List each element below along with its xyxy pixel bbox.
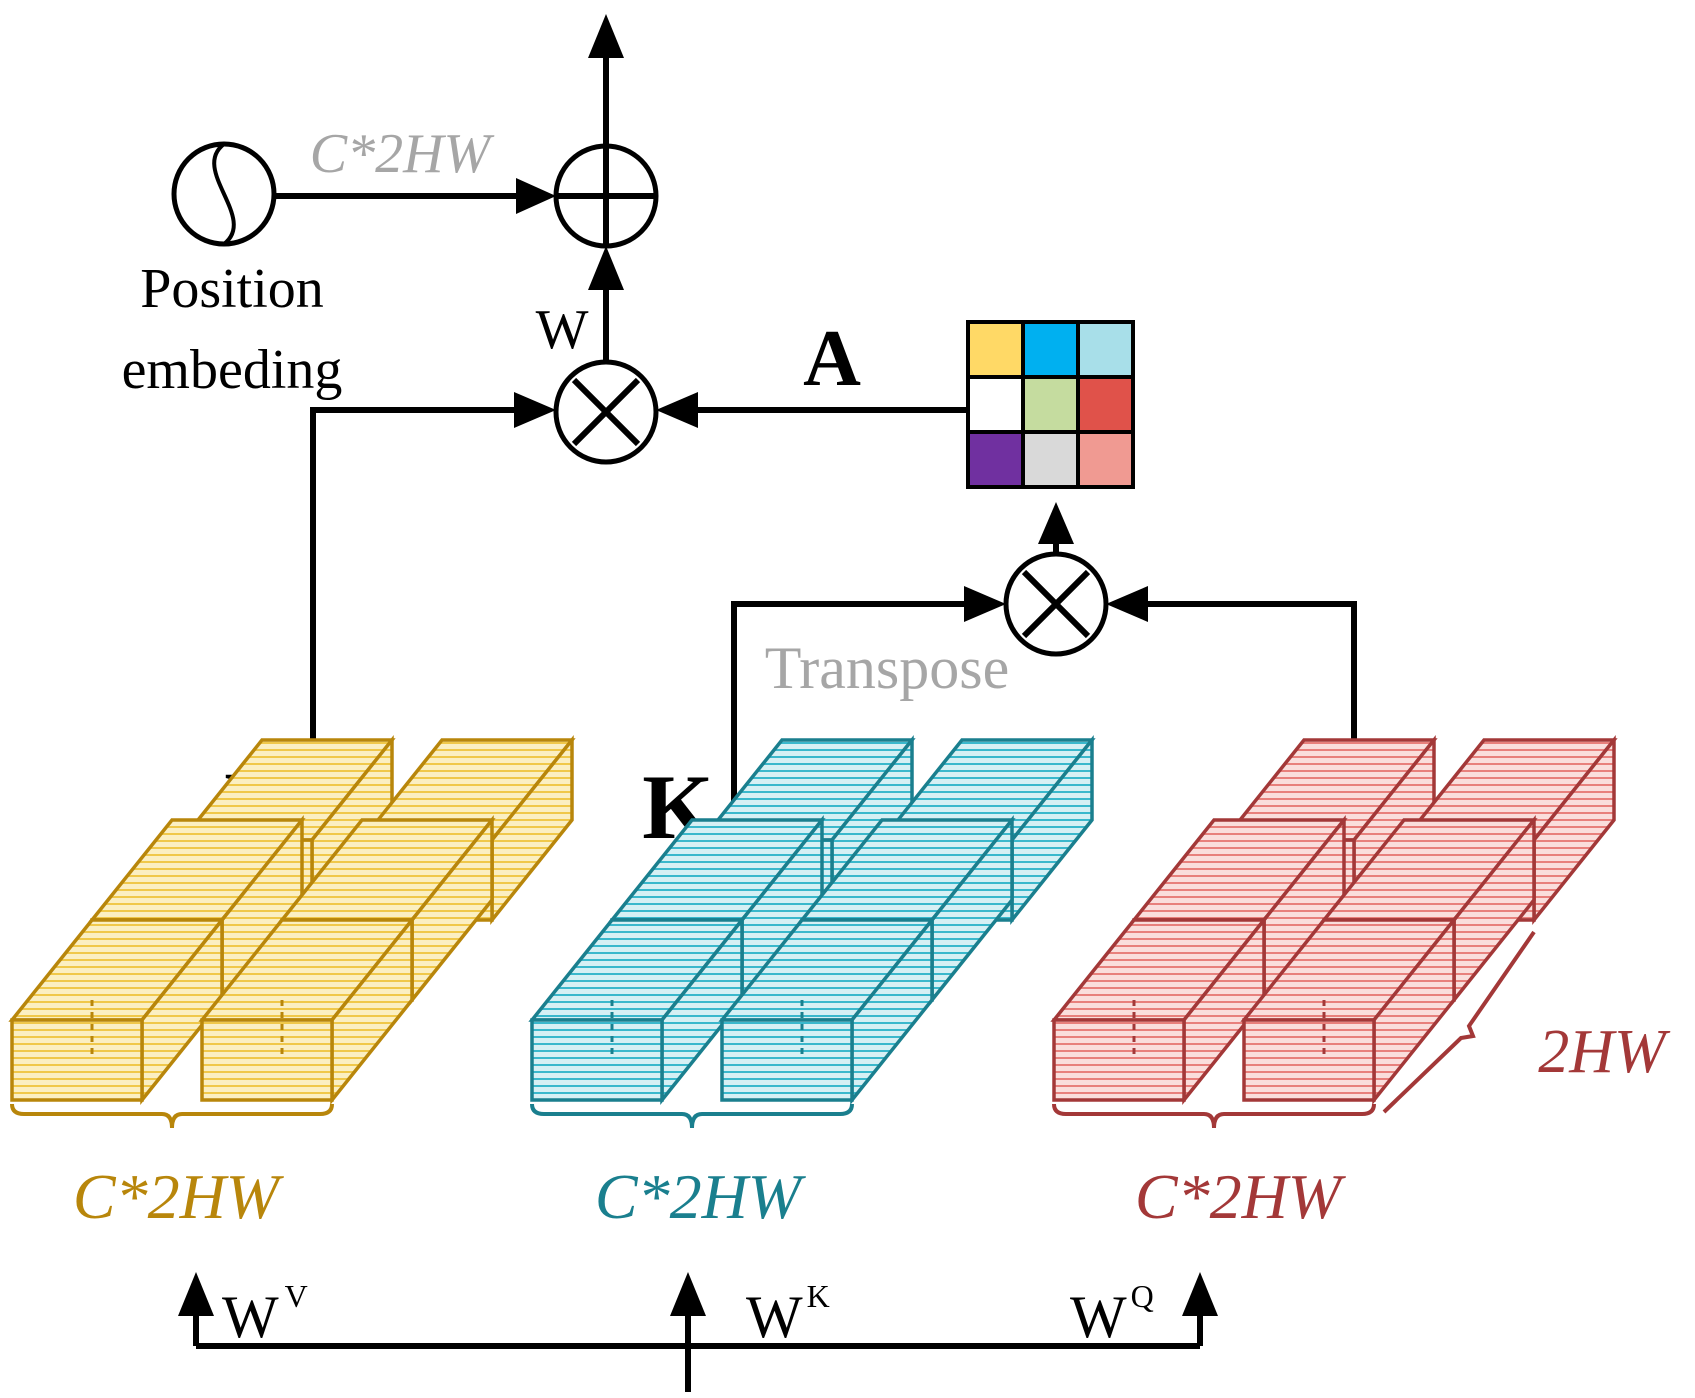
tensor-cube <box>198 915 416 1105</box>
tensor-cube <box>528 915 746 1105</box>
matrix-cell <box>966 375 1025 434</box>
transpose-label: Transpose <box>765 635 1009 701</box>
v-to-mul-arrow <box>310 392 556 822</box>
position-embedding-label-line1: Position <box>140 258 324 320</box>
matrix-cell <box>1021 430 1080 489</box>
weight-projection-lines <box>193 1288 1203 1392</box>
tensor-cube <box>718 915 936 1105</box>
matrix-cell <box>1021 320 1080 379</box>
matrix-cell <box>966 430 1025 489</box>
dimension-brace <box>10 1103 334 1129</box>
v-dim-label: C*2HW <box>73 1161 285 1232</box>
matrix-cell <box>966 320 1025 379</box>
pos-to-add-arrow <box>274 178 556 214</box>
hidden-edge <box>1132 1000 1326 1060</box>
q-depth-label: 2HW <box>1538 1018 1671 1086</box>
hidden-edge <box>90 1000 284 1060</box>
matrix-cell <box>1076 320 1135 379</box>
position-embedding-label-line2: embeding <box>122 339 343 401</box>
tensor-cube <box>1050 915 1268 1105</box>
tensor-cube <box>8 915 226 1105</box>
matrix-cell <box>1076 430 1135 489</box>
multiply-operator-icon-bottom <box>1003 551 1109 657</box>
mul-to-matrix-arrow <box>1038 502 1074 554</box>
dimension-brace <box>1052 1103 1376 1129</box>
a-to-mul-arrow <box>656 392 970 428</box>
hidden-edge <box>610 1000 804 1060</box>
output-arrow <box>588 14 624 146</box>
attention-matrix-label: A <box>803 315 861 403</box>
wv-arrow-head <box>178 1272 214 1316</box>
key-tensor-block <box>528 735 1096 1129</box>
matrix-cell <box>1076 375 1135 434</box>
w-label: W <box>536 299 589 361</box>
wk-arrow-head <box>670 1272 706 1316</box>
position-embedding-dim-label: C*2HW <box>310 123 495 185</box>
add-operator-icon <box>553 143 659 249</box>
wq-arrow-head <box>1182 1272 1218 1316</box>
k-to-mul-arrow <box>731 586 1006 822</box>
attention-matrix <box>966 320 1135 489</box>
matrix-cell <box>1021 375 1080 434</box>
q-dim-label: C*2HW <box>1135 1161 1347 1232</box>
k-dim-label: C*2HW <box>595 1161 807 1232</box>
query-tensor-block <box>1050 735 1618 1129</box>
dimension-brace <box>530 1103 854 1129</box>
mul-to-add-arrow <box>588 246 624 362</box>
depth-brace <box>1382 930 1536 1114</box>
position-embedding-icon <box>171 141 277 247</box>
multiply-operator-icon-top <box>553 359 659 465</box>
value-tensor-block <box>8 735 576 1129</box>
tensor-cube <box>1240 915 1458 1105</box>
